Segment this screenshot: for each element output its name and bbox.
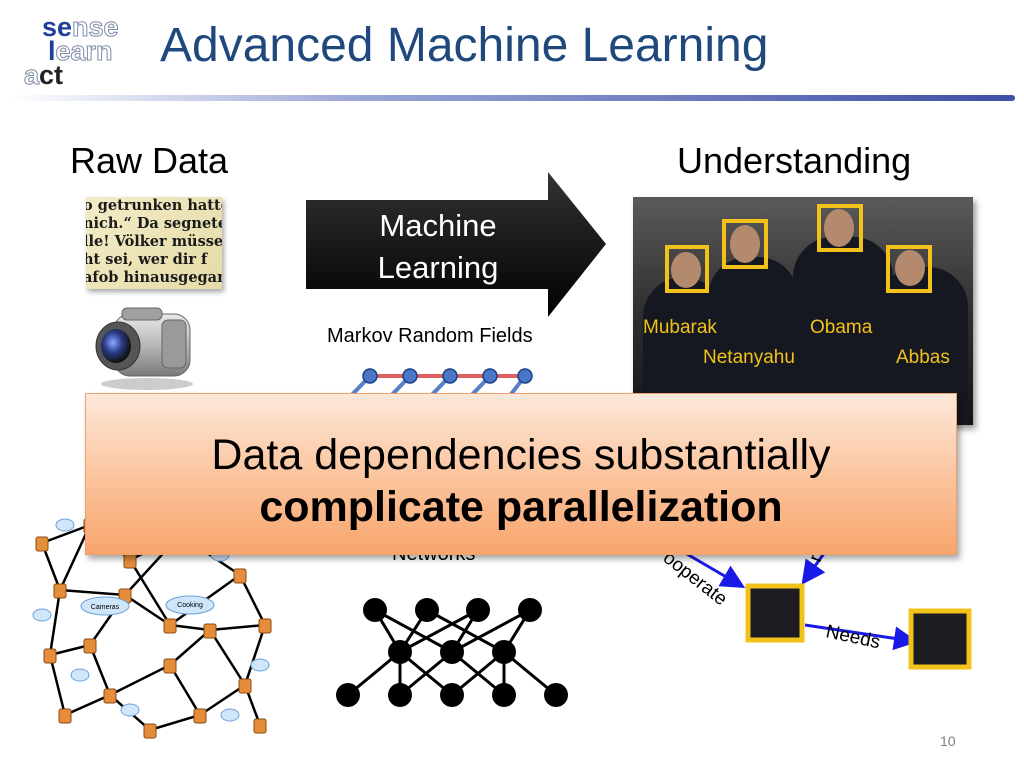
banner-line2: complicate parallelization — [259, 483, 783, 531]
face-frame-obama — [817, 204, 863, 252]
understanding-heading: Understanding — [677, 140, 912, 181]
face-frame-mubarak — [665, 245, 709, 293]
neural-network-graph — [336, 598, 568, 707]
logo-word-sense: sense — [42, 12, 119, 42]
logo: sense learn act — [22, 12, 132, 92]
face — [671, 252, 701, 288]
leaders-photo: Mubarak Netanyahu Obama Abbas — [633, 197, 973, 425]
newsprint-line: lle! Völker müsse — [86, 233, 222, 250]
face-frame-netanyahu — [722, 219, 768, 269]
newsprint-image: o getrunken hatte, nich.“ Da segnete lle… — [86, 197, 222, 289]
logo-word-learn: learn — [48, 36, 113, 66]
banner-line1: Data dependencies substantially — [211, 431, 831, 479]
relationship-graph: ooperate rusts Needs — [659, 519, 972, 670]
callout-banner: Data dependencies substantially complica… — [85, 393, 957, 555]
name-label-abbas: Abbas — [896, 347, 950, 368]
face — [895, 250, 925, 286]
title-divider — [10, 95, 1015, 101]
face-frame-abbas — [886, 245, 932, 293]
newsprint-line: nich.“ Da segnete — [86, 215, 222, 232]
arrow-label-line1: Machine — [379, 208, 497, 243]
social-node-label: Cooking — [177, 602, 203, 609]
slide-title: Advanced Machine Learning — [160, 19, 769, 72]
arrow-label: Machine Learning — [340, 205, 536, 289]
newsprint-line: ht sei, wer dir f — [86, 251, 208, 268]
face — [824, 209, 854, 247]
arrow-label-line2: Learning — [377, 250, 499, 285]
name-label-mubarak: Mubarak — [643, 317, 717, 338]
newsprint-line: o getrunken hatte, — [86, 197, 222, 214]
raw-data-heading: Raw Data — [70, 140, 229, 181]
name-label-obama: Obama — [810, 317, 873, 338]
video-camera-icon — [95, 307, 193, 390]
newsprint-line: afob hinausgegan — [86, 269, 222, 286]
logo-word-act: act — [23, 60, 64, 90]
social-node-label: Cameras — [91, 604, 120, 611]
face — [730, 225, 760, 263]
relation-label-cooperate: ooperate — [659, 547, 731, 610]
machine-learning-arrow — [306, 172, 606, 317]
relation-label-needs: Needs — [824, 621, 882, 653]
mrf-label: Markov Random Fields — [327, 325, 533, 347]
page-number: 10 — [940, 733, 956, 749]
name-label-netanyahu: Netanyahu — [703, 347, 795, 368]
